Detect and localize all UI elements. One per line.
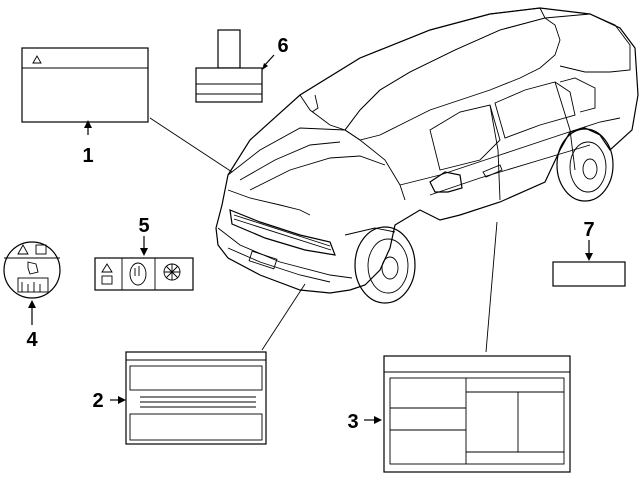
callout-4: 4	[26, 329, 38, 351]
callout-3: 3	[347, 411, 358, 433]
label-6: 6	[195, 29, 289, 103]
label-7-card	[552, 261, 626, 287]
label-5: 5	[94, 215, 194, 291]
leader-3	[485, 221, 498, 353]
vehicle-drawing	[215, 7, 639, 304]
label-4: 4	[3, 241, 61, 351]
label-6-tab	[217, 29, 241, 69]
label-2: 2	[92, 351, 267, 445]
warning-triangle-icon	[101, 263, 113, 273]
callout-5: 5	[138, 215, 149, 237]
label-6-card	[195, 67, 263, 103]
warning-triangle-icon	[32, 55, 42, 64]
callout-6: 6	[277, 35, 288, 57]
label-2-card	[125, 351, 267, 445]
label-7: 7	[552, 219, 626, 287]
arrow-up-icon	[84, 120, 92, 128]
owner-manual-icon	[35, 244, 47, 255]
leader-lines	[149, 117, 498, 353]
arrow-up-icon	[28, 300, 36, 308]
leader-1	[149, 117, 233, 173]
label-4-card	[3, 241, 61, 299]
callout-2: 2	[92, 390, 103, 412]
leader-2	[261, 283, 306, 351]
hand-caution-icon	[27, 261, 39, 275]
callout-7: 7	[583, 219, 594, 241]
hand-caution-icon	[129, 262, 147, 286]
label-5-card	[94, 257, 194, 291]
arrow-right-icon	[118, 396, 126, 404]
arrow-icon	[262, 63, 268, 70]
callout-1: 1	[82, 145, 93, 167]
arrow-down-icon	[585, 253, 593, 261]
label-1: 1	[21, 47, 149, 167]
label-1-card	[21, 47, 149, 123]
arrow-down-icon	[140, 248, 148, 256]
label-3: 3	[347, 355, 571, 473]
warning-triangle-icon	[17, 244, 29, 255]
label-3-card	[383, 355, 571, 473]
arrow-right-icon	[374, 416, 382, 424]
owner-manual-icon	[101, 275, 113, 285]
